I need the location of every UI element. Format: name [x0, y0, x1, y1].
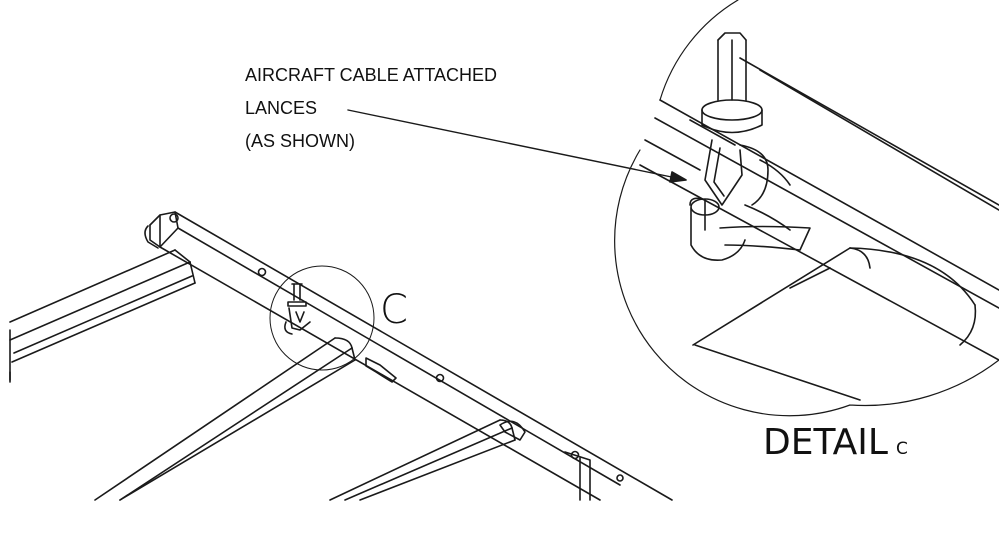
callout-text-line2: LANCES [245, 98, 318, 118]
frame-assembly [9, 211, 673, 501]
detail-marker-label: C [380, 287, 408, 333]
detail-title-letter: C [895, 439, 908, 459]
callout-text-line1: AIRCRAFT CABLE ATTACHED [245, 65, 498, 85]
detail-title: DETAIL C [763, 421, 908, 471]
detail-c-view [614, 0, 999, 417]
callout-text-line3: (AS SHOWN) [245, 131, 355, 151]
callout-leader [347, 109, 687, 183]
detail-title-word: DETAIL [763, 422, 888, 463]
